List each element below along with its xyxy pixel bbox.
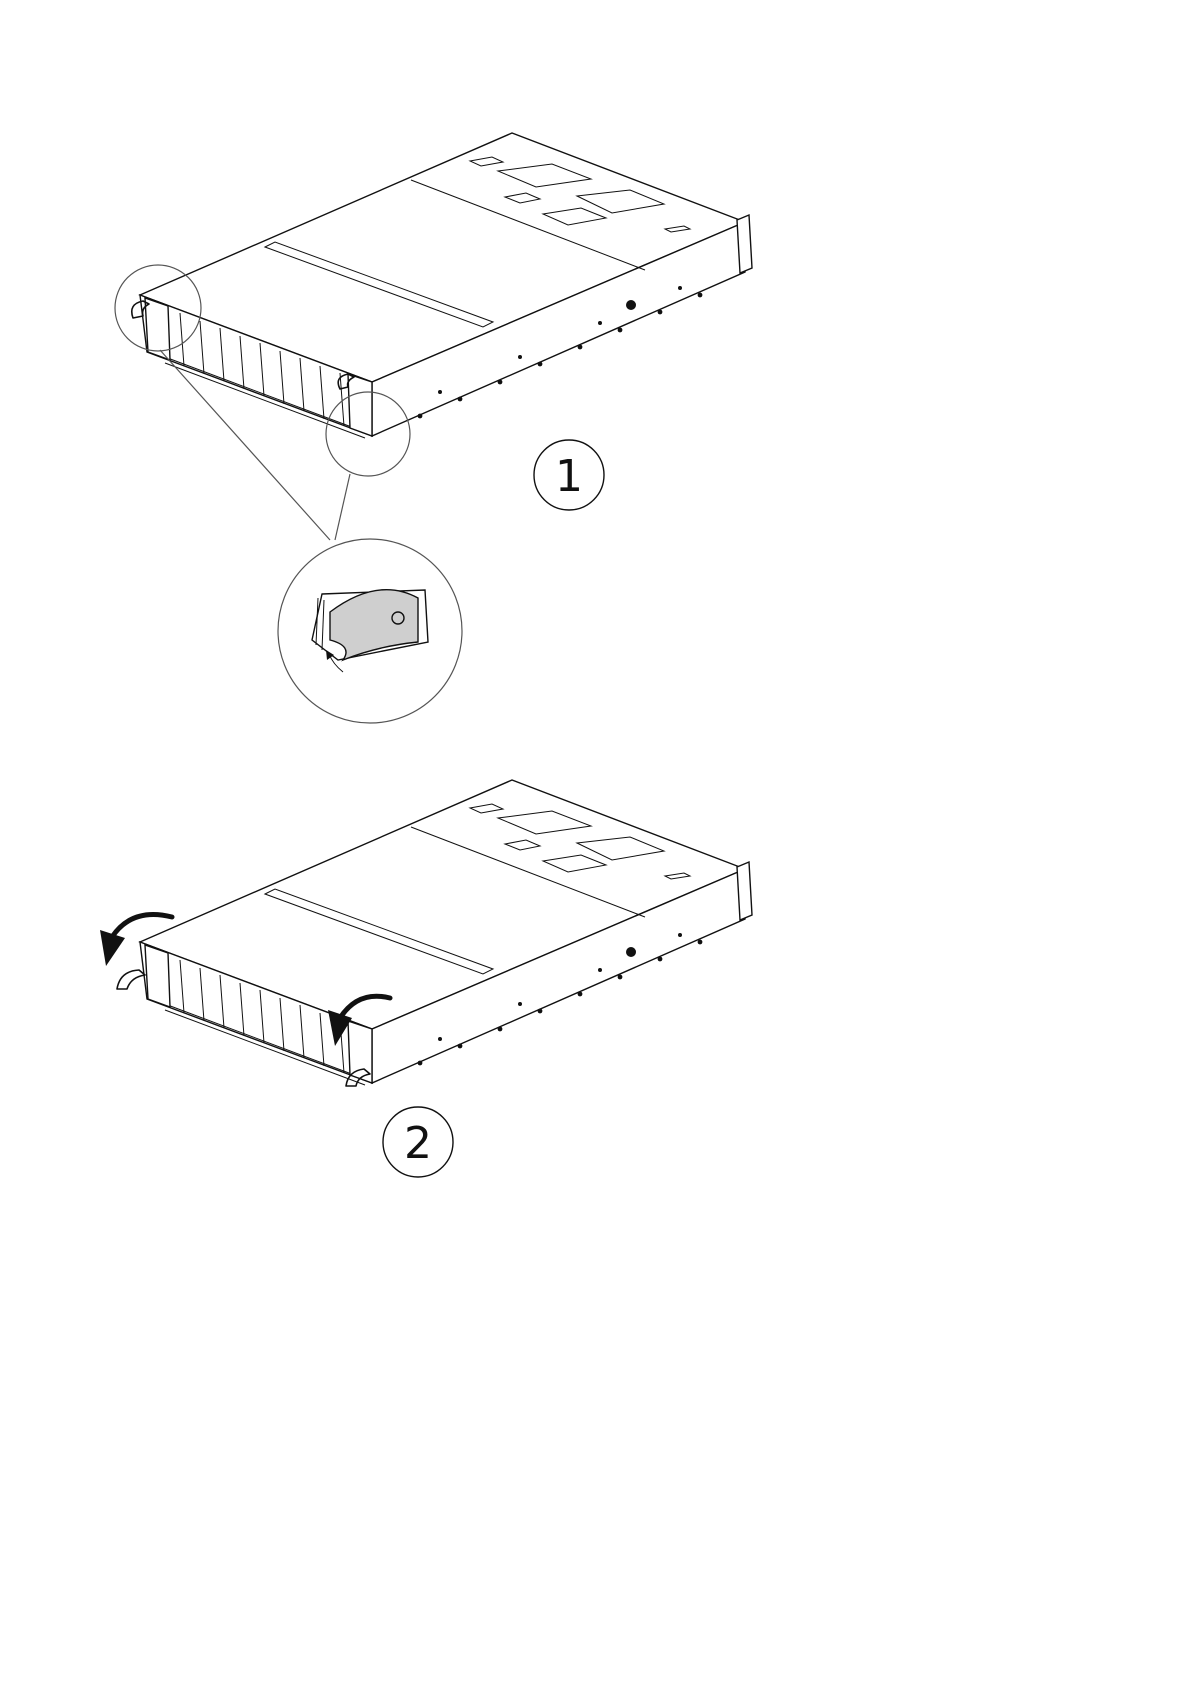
- step-number-badge: 2: [383, 1107, 453, 1177]
- step-1-illustration: 1: [115, 133, 752, 723]
- step-number-1: 1: [555, 451, 583, 502]
- chassis-icon: [140, 780, 752, 1085]
- step-number-badge: 1: [534, 440, 604, 510]
- chassis-icon: [140, 133, 752, 438]
- latch-detail-callout: [278, 539, 462, 723]
- step-number-2: 2: [404, 1118, 432, 1169]
- step-2-illustration: 2: [100, 780, 752, 1177]
